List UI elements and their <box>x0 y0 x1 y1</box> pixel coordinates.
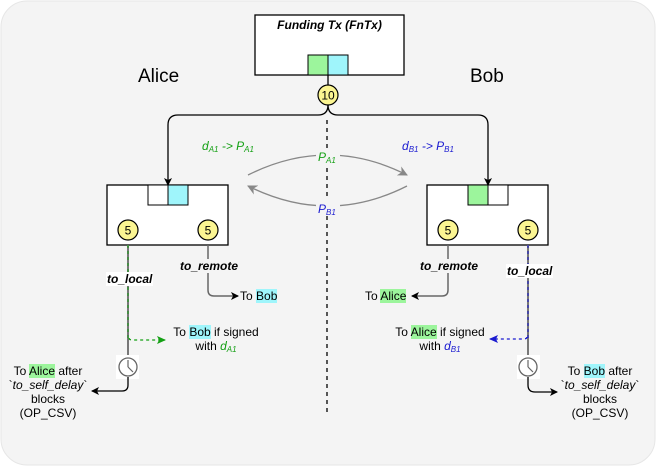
alice-commitment-empty-slot <box>147 184 169 206</box>
alice-key-derivation: dA1 -> PA1 <box>202 139 254 157</box>
funding-tx-title: Funding Tx (FnTx) <box>277 18 382 32</box>
alice-delay-text: To Alice after `to_self_delay` blocks (O… <box>8 364 88 420</box>
bob-priv-key: d <box>402 139 409 153</box>
arc-label-bg-top <box>316 148 340 164</box>
dest-prefix: To <box>240 289 257 303</box>
alice-pub-key-sub: A1 <box>244 145 254 154</box>
bob-commitment-alice-slot <box>467 184 489 206</box>
alice-commitment-bob-slot <box>167 184 189 206</box>
rev-key-sub: A1 <box>226 345 237 354</box>
rev-with: with <box>195 339 221 353</box>
bob-delay-arrow <box>527 377 558 396</box>
exchange-top-sub: A1 <box>326 156 336 165</box>
alice-to-remote-arrow <box>207 245 239 300</box>
rev-suffix: if signed <box>210 325 259 339</box>
exchange-label-bottom: PB1 <box>318 202 336 220</box>
bob-to-local-amount: 5 <box>525 224 532 238</box>
delay-suffix: after <box>55 364 83 378</box>
rev-with: with <box>419 339 445 353</box>
funding-branch-left <box>164 104 329 186</box>
exchange-bottom-sub: B1 <box>326 208 336 217</box>
alice-to-remote-amount: 5 <box>205 224 212 238</box>
alice-to-remote-amount-circle <box>197 219 219 241</box>
delay-suffix: after <box>605 364 633 378</box>
delay-prefix: To <box>13 364 29 378</box>
delay-blocks: blocks <box>30 392 65 406</box>
delay-prefix: To <box>567 364 584 378</box>
party-bob-label: Bob <box>470 66 504 87</box>
bob-to-local-amount-circle <box>517 219 539 241</box>
rev-prefix: To <box>173 325 190 339</box>
bob-to-remote-destination: To Alice <box>365 289 407 303</box>
alice-to-remote-label: to_remote <box>180 259 239 273</box>
alice-derivation-arrow: -> <box>218 139 237 153</box>
bob-delay-text: To Bob after `to_self_delay` blocks (OP_… <box>560 364 640 420</box>
delay-alice-highlight: Alice <box>28 364 55 378</box>
alice-to-local-label: to_local <box>106 272 154 286</box>
exchange-bottom-base: P <box>318 202 327 216</box>
bob-revocation-text: To Alice if signed with dB1 <box>392 325 488 357</box>
alice-to-local-amount-circle <box>117 219 139 241</box>
bob-key-derivation: dB1 -> PB1 <box>402 139 454 157</box>
arc-label-bg-bottom <box>316 199 340 215</box>
bob-to-remote-label: to_remote <box>420 259 479 273</box>
bob-to-remote-amount-circle <box>437 219 459 241</box>
alice-pub-key: P <box>236 139 245 153</box>
alice-to-local-amount: 5 <box>125 224 132 238</box>
alice-clock-icon <box>118 357 138 377</box>
bob-clock-icon <box>518 357 538 377</box>
funding-output-bob-slot <box>327 54 349 76</box>
funding-amount: 10 <box>321 89 335 103</box>
rev-bob-highlight: Bob <box>189 325 211 339</box>
delay-opcode: (OP_CSV) <box>571 406 629 420</box>
rev-prefix: To <box>395 325 411 339</box>
delay-blocks: blocks <box>582 392 617 406</box>
bob-pub-key: P <box>436 139 445 153</box>
rev-key-sub: B1 <box>450 345 461 354</box>
alice-priv-key-sub: A1 <box>208 145 219 154</box>
bob-to-local-label: to_local <box>506 264 554 278</box>
exchange-label-top: PA1 <box>318 150 336 168</box>
rev-key-base: d <box>444 339 451 353</box>
funding-output-alice-slot <box>307 54 329 76</box>
alice-delay-arrow <box>91 377 129 395</box>
bob-revocation-arrow <box>489 335 528 343</box>
delay-opcode: (OP_CSV) <box>19 406 77 420</box>
rev-alice-highlight: Alice <box>410 325 437 339</box>
party-alice-label: Alice <box>138 66 180 87</box>
alice-revocation-text: To Bob if signed with dA1 <box>170 325 262 357</box>
alice-revocation-arrow <box>128 336 166 344</box>
exchange-top-base: P <box>318 150 327 164</box>
dest-alice-highlight: Alice <box>380 289 407 303</box>
delay-param: to_self_delay <box>12 378 84 392</box>
rev-key-base: d <box>220 339 227 353</box>
bob-priv-key-sub: B1 <box>408 145 419 154</box>
dest-bob-highlight: Bob <box>256 289 278 303</box>
alice-priv-key: d <box>202 139 209 153</box>
rev-suffix: if signed <box>436 325 485 339</box>
dest-prefix: To <box>365 289 381 303</box>
delay-bob-highlight: Bob <box>583 364 605 378</box>
bob-derivation-arrow: -> <box>418 139 437 153</box>
bob-commitment-empty-slot <box>487 184 509 206</box>
bob-to-remote-amount: 5 <box>445 224 452 238</box>
bob-pub-key-sub: B1 <box>444 145 454 154</box>
funding-branch-right <box>327 104 492 186</box>
bob-to-remote-arrow <box>411 245 449 300</box>
delay-param: to_self_delay <box>564 378 636 392</box>
alice-to-remote-destination: To Bob <box>240 289 278 303</box>
